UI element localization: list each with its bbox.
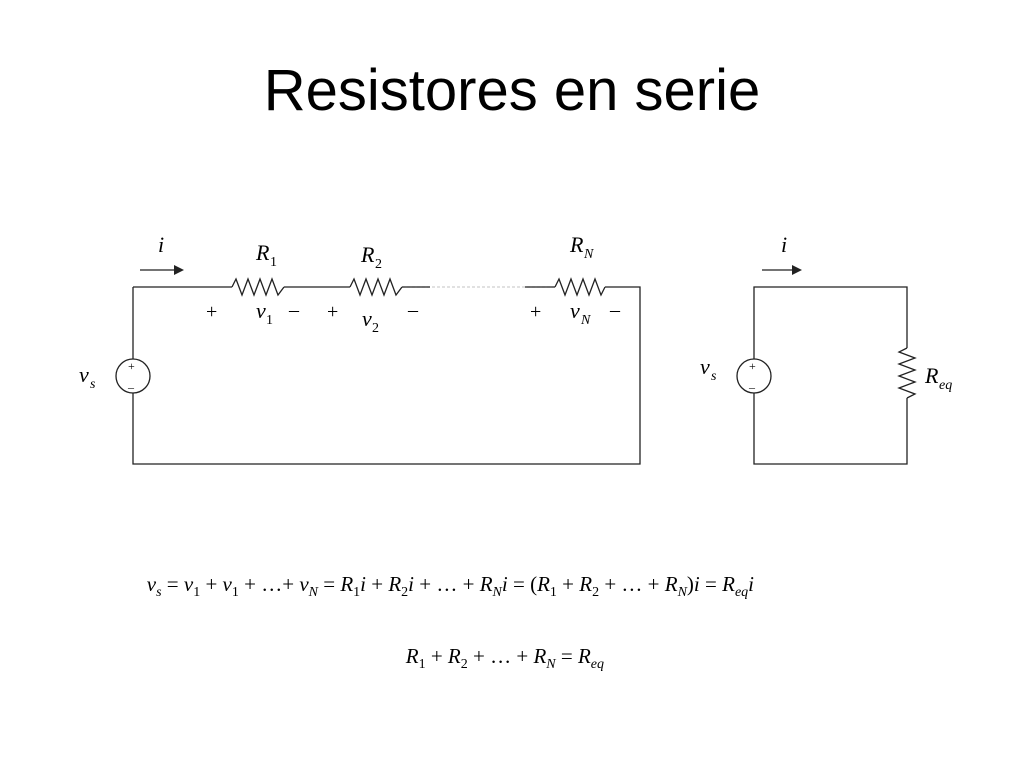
eq2-req-sub: eq bbox=[591, 657, 604, 672]
eq1-r2b-sub: 2 bbox=[592, 585, 599, 600]
eq1-req-sub: eq bbox=[735, 585, 748, 600]
r2-label: R bbox=[360, 242, 375, 267]
eq2-r1-sub: 1 bbox=[419, 657, 426, 672]
equation-kvl: vs = v1 + v1 + …+ vN = R1i + R2i + … + R… bbox=[110, 572, 780, 600]
eq-wire-loop bbox=[753, 286, 908, 465]
eq1-v1b: v bbox=[223, 572, 233, 596]
eq1-i-2: i bbox=[408, 572, 414, 596]
eq-source-label: v bbox=[700, 354, 710, 379]
eq1-i-5: i bbox=[748, 572, 754, 596]
eq1-rn-sub: N bbox=[492, 585, 503, 600]
v1-label: v bbox=[256, 298, 266, 323]
eq1-v1: v bbox=[184, 572, 194, 596]
eq1-r1b: R bbox=[536, 572, 550, 596]
eq2-equals: = bbox=[556, 644, 578, 668]
eq2-r1: R bbox=[405, 644, 419, 668]
eq1-r1-sub: 1 bbox=[353, 585, 360, 600]
v2-plus: + bbox=[327, 301, 338, 323]
eq1-r2b: R bbox=[578, 572, 592, 596]
vn-label: v bbox=[570, 298, 580, 323]
r1-label-sub: 1 bbox=[270, 255, 277, 270]
slide-title: Resistores en serie bbox=[263, 58, 761, 123]
eq1-req: R bbox=[721, 572, 735, 596]
eq1-v1b-sub: 1 bbox=[232, 585, 239, 600]
eq-source-label-sub: s bbox=[711, 369, 717, 384]
eq1-vn: v bbox=[299, 572, 309, 596]
eq-source-minus: – bbox=[748, 380, 756, 394]
series-wire-top-right bbox=[132, 286, 641, 465]
eq1-dots-2: + … + bbox=[414, 572, 480, 596]
r1-label: R bbox=[255, 240, 270, 265]
req-label: R bbox=[924, 363, 939, 388]
series-source-label-sub: s bbox=[90, 377, 96, 392]
eq-source-plus: + bbox=[749, 359, 756, 373]
eq1-equals-4: = bbox=[700, 572, 722, 596]
eq2-rn: R bbox=[532, 644, 546, 668]
v2-minus: – bbox=[407, 299, 419, 321]
vn-label-sub: N bbox=[580, 313, 591, 328]
eq-current-label: i bbox=[781, 232, 787, 257]
eq1-paren-close: ) bbox=[687, 572, 694, 596]
eq1-dots-3: + … + bbox=[599, 572, 665, 596]
v1-plus: + bbox=[206, 301, 217, 323]
eq2-r2: R bbox=[447, 644, 461, 668]
eq1-i-4: i bbox=[694, 572, 700, 596]
eq1-r1b-sub: 1 bbox=[550, 585, 557, 600]
v1-minus: – bbox=[288, 299, 300, 321]
eq1-plus-1: + bbox=[200, 572, 222, 596]
rn-label: R bbox=[569, 232, 584, 257]
eq2-dots: + … + bbox=[468, 644, 534, 668]
vn-minus: – bbox=[609, 299, 621, 321]
eq2-plus: + bbox=[426, 644, 448, 668]
eq1-vs: v bbox=[147, 572, 157, 596]
series-circuit: + – i v s R 1 R 2 R N + v 1 – + v 2 – bbox=[79, 232, 641, 465]
eq1-rn: R bbox=[479, 572, 493, 596]
vn-plus: + bbox=[530, 301, 541, 323]
eq1-rnb-sub: N bbox=[677, 585, 688, 600]
eq1-r2-sub: 2 bbox=[401, 585, 408, 600]
eq1-r1: R bbox=[339, 572, 353, 596]
req-label-sub: eq bbox=[939, 378, 952, 393]
series-source-minus: – bbox=[127, 380, 135, 394]
resistor-req bbox=[897, 347, 917, 399]
eq1-rnb: R bbox=[664, 572, 678, 596]
eq-voltage-source bbox=[736, 358, 772, 394]
v2-label-sub: 2 bbox=[372, 321, 379, 336]
resistor-r2 bbox=[349, 277, 403, 297]
eq1-i-1: i bbox=[360, 572, 366, 596]
eq1-vn-sub: N bbox=[308, 585, 319, 600]
eq1-equals-2: = bbox=[318, 572, 340, 596]
eq1-dots-1: + …+ bbox=[239, 572, 299, 596]
rn-label-sub: N bbox=[583, 247, 594, 262]
v1-label-sub: 1 bbox=[266, 313, 273, 328]
resistor-r1 bbox=[231, 277, 285, 297]
equivalent-circuit: + – i v s R eq bbox=[700, 232, 952, 465]
eq1-plus-2: + bbox=[366, 572, 388, 596]
v2-label: v bbox=[362, 306, 372, 331]
eq1-vs-sub: s bbox=[156, 585, 162, 600]
eq2-rn-sub: N bbox=[545, 657, 556, 672]
eq1-v1-sub: 1 bbox=[193, 585, 200, 600]
r2-label-sub: 2 bbox=[375, 257, 382, 272]
eq-current-arrowhead bbox=[792, 265, 802, 275]
eq1-r2: R bbox=[387, 572, 401, 596]
eq1-paren-open: ( bbox=[530, 572, 537, 596]
series-source-plus: + bbox=[128, 359, 135, 373]
series-source-label: v bbox=[79, 362, 89, 387]
eq2-r2-sub: 2 bbox=[461, 657, 468, 672]
eq1-equals: = bbox=[162, 572, 184, 596]
eq1-i-3: i bbox=[502, 572, 508, 596]
eq1-plus-3: + bbox=[557, 572, 579, 596]
eq2-req: R bbox=[577, 644, 591, 668]
equation-req: R1 + R2 + … + RN = Req bbox=[369, 644, 630, 673]
series-voltage-source bbox=[115, 358, 151, 394]
eq1-equals-3: = bbox=[508, 572, 530, 596]
series-current-arrowhead bbox=[174, 265, 184, 275]
resistor-rn bbox=[554, 277, 606, 297]
series-current-label: i bbox=[158, 232, 164, 257]
